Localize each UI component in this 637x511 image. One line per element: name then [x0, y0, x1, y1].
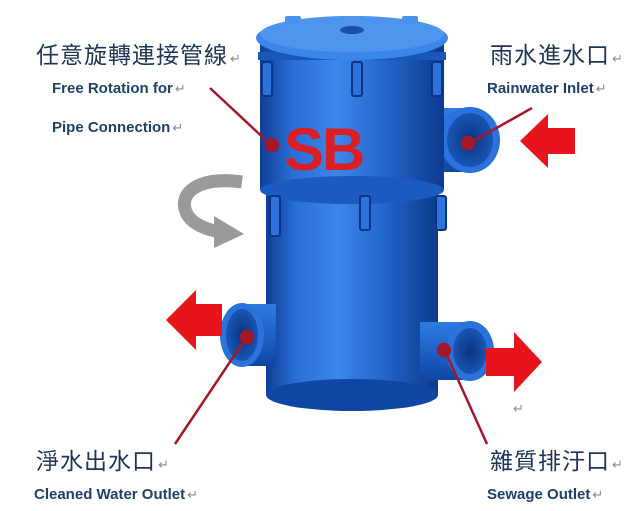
clean-outlet-flow-arrow	[166, 290, 222, 350]
leader-lines	[173, 87, 533, 445]
clean-water-label-en: Cleaned Water Outlet↵	[34, 486, 199, 503]
sewage-label-en: Sewage Outlet↵	[487, 486, 604, 503]
stray-return-mark: ↵	[513, 402, 524, 417]
inlet-flow-arrow	[520, 114, 575, 168]
clean-water-label-zh: 淨水出水口↵	[36, 449, 170, 475]
sb-logo: SB	[284, 116, 363, 183]
rotation-label-zh: 任意旋轉連接管線↵	[36, 43, 242, 69]
sewage-outlet-pipe	[420, 321, 494, 381]
rotation-label-en-2: Pipe Connection↵	[52, 119, 184, 136]
sewage-label-zh: 雜質排汙口↵	[490, 449, 624, 475]
rotation-arrow-icon	[177, 174, 244, 248]
rainwater-label-en: Rainwater Inlet↵	[487, 80, 607, 97]
lower-cylinder	[264, 176, 440, 411]
sewage-outlet-flow-arrow	[486, 332, 542, 392]
clamps	[261, 61, 447, 237]
rainwater-label-zh: 雨水進水口↵	[490, 43, 624, 69]
lid	[256, 16, 448, 60]
rotation-label-en-1: Free Rotation for↵	[52, 80, 186, 97]
